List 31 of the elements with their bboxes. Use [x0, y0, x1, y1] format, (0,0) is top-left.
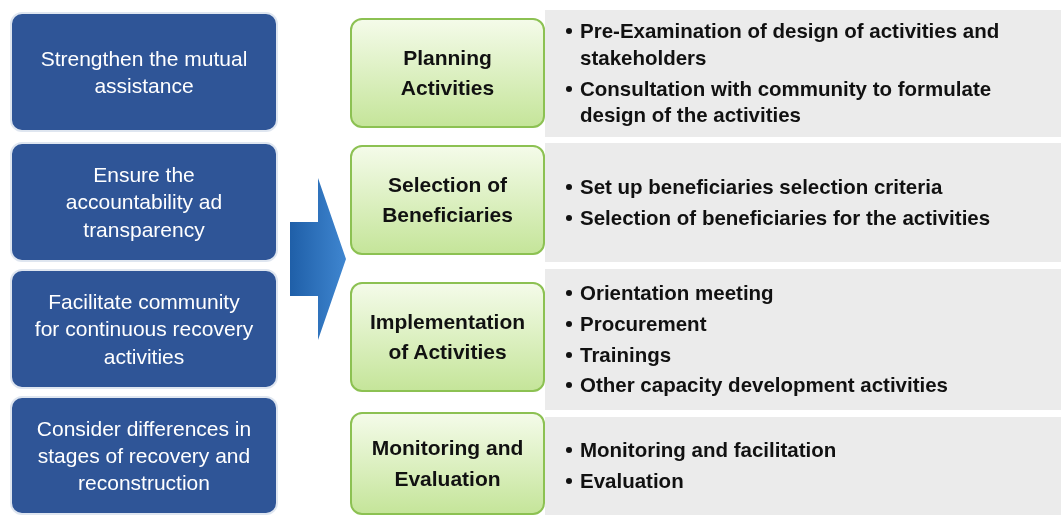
activity-text: Trainings [580, 342, 672, 366]
activity-text: Orientation meeting [580, 281, 774, 305]
principle-text: Facilitate community for continuous recovery activities [34, 289, 254, 370]
activity-text: Monitoring and facilitation [580, 438, 837, 462]
activity-text: Evaluation [580, 469, 684, 492]
activity-text: Procurement [580, 311, 707, 335]
principle-box [10, 396, 278, 515]
activity-text: Selection of beneficiaries for the activities [580, 205, 991, 229]
block-arrow [290, 178, 346, 340]
activity-text: Consultation with community to formulate design of the activities [580, 76, 992, 127]
stage-box [350, 412, 545, 515]
principle-box [10, 12, 278, 132]
principle-box [10, 269, 278, 389]
activity-text: Set up beneficiaries selection criteria [580, 174, 943, 198]
activities-panel [545, 10, 1061, 137]
activities-panel [545, 417, 1061, 515]
stage-title: Implementation of Activities [368, 308, 527, 365]
stage-title: Planning Activities [399, 44, 496, 101]
activity-text: Pre-Examination of design of activities and stakeholders [580, 19, 1000, 69]
principle-text: Ensure the accountability ad transparency [64, 162, 224, 243]
stage-box [350, 282, 545, 392]
stage-title: Monitoring and Evaluation [370, 435, 525, 492]
activity-text: Other capacity development activities [580, 373, 948, 397]
principle-box [10, 142, 278, 262]
principle-text: Strengthen the mutual assistance [39, 45, 249, 99]
stage-box [350, 18, 545, 128]
activities-panel [545, 143, 1061, 262]
stage-box [350, 145, 545, 255]
stage-title: Selection of Beneficiaries [381, 171, 514, 228]
activities-panel [545, 269, 1061, 410]
principle-text: Consider differences in stages of recovery and reconstruction [35, 415, 253, 497]
